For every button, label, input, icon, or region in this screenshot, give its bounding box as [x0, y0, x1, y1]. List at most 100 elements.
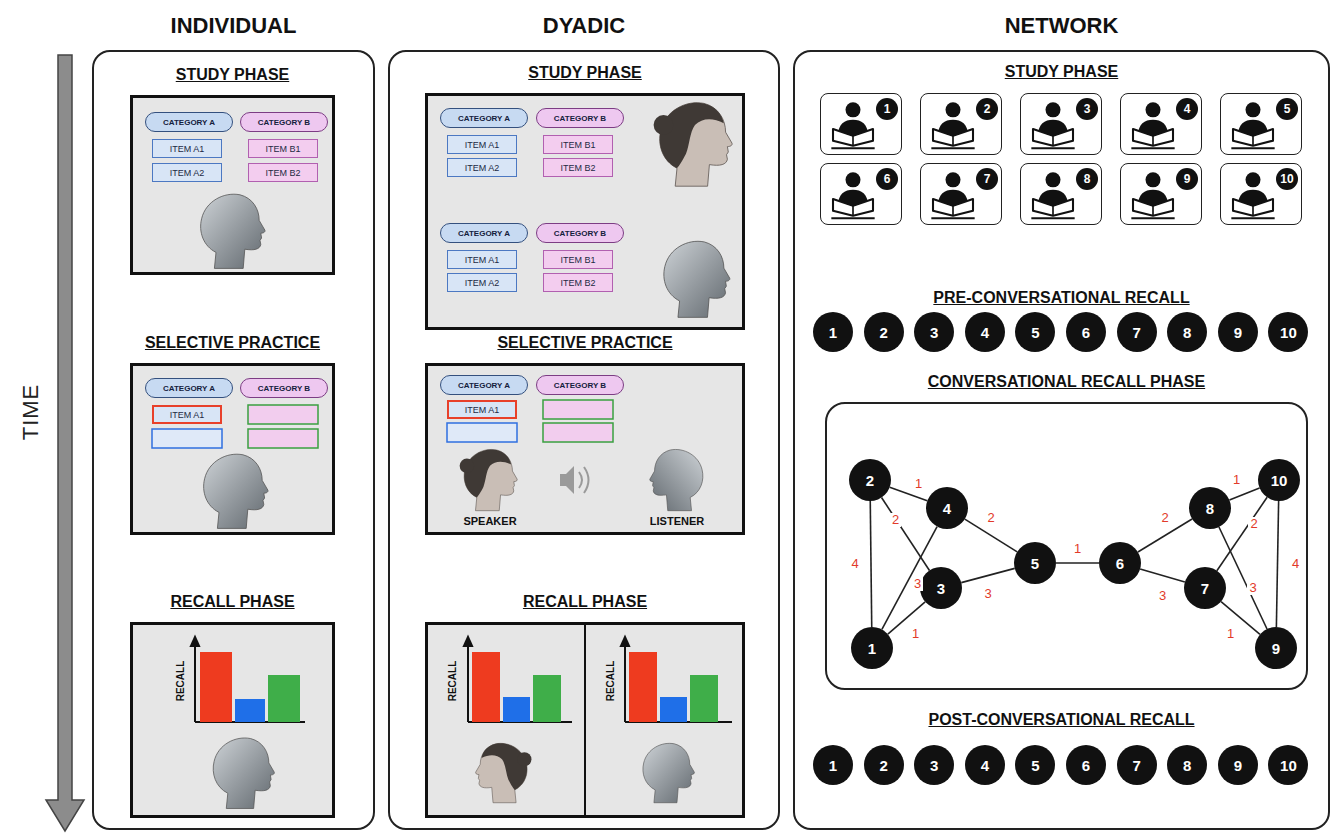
listener-figure [650, 449, 703, 510]
text-slot: RECALL [173, 651, 187, 711]
text-slot: RECALL PHASE [385, 591, 785, 613]
node-label: 7 [1201, 580, 1209, 597]
text-slot: RECALL PHASE [90, 591, 375, 613]
participant-circle: 10 [1268, 745, 1308, 785]
participant-circle: 3 [914, 745, 954, 785]
participant-number: 7 [976, 168, 998, 190]
participant-circle: 4 [926, 487, 968, 529]
empty-item-box [543, 423, 613, 442]
node-label: 4 [981, 324, 989, 341]
node-label: CATEGORY B [554, 114, 606, 123]
category-pill: CATEGORY B [536, 223, 624, 243]
conversation-link [870, 501, 872, 627]
participant-circle: 4 [965, 745, 1005, 785]
text-slot: 9 [1218, 312, 1258, 352]
node-label: 4 [943, 500, 951, 517]
item-box: ITEM A2 [447, 273, 517, 292]
item-box: ITEM A2 [447, 158, 517, 177]
bar [472, 652, 500, 722]
phase-fill [425, 622, 745, 818]
participant-circle: 1 [813, 312, 853, 352]
text-slot: 2 [864, 745, 904, 785]
reader-icon [831, 102, 874, 148]
participant-circle: 1 [813, 745, 853, 785]
text-slot: 10 [1274, 168, 1300, 190]
phase-fill [425, 363, 745, 535]
conversation-order: 2 [1159, 511, 1170, 525]
listener-group [650, 449, 703, 510]
node-label: 6 [1116, 555, 1124, 572]
node-label: 7 [1132, 757, 1140, 774]
text-slot: 9 [1255, 627, 1297, 669]
conversation-order: 1 [1231, 473, 1242, 487]
text-slot: 6 [1066, 312, 1106, 352]
text-slot: 4 [926, 487, 968, 529]
text-slot: CONVERSATIONAL RECALL PHASE [825, 371, 1308, 393]
phase-fill [130, 95, 335, 275]
text-slot: NETWORK [793, 10, 1330, 42]
node-label: CATEGORY A [163, 118, 215, 127]
node-label: 3 [937, 580, 945, 597]
participant-circle: 7 [1117, 312, 1157, 352]
text-slot: 4 [843, 555, 867, 573]
participant-box: 7 [920, 163, 1002, 225]
text-slot: 3 [1241, 579, 1265, 597]
item-box: ITEM B2 [248, 163, 318, 182]
node-label: ITEM A1 [170, 410, 205, 420]
text-slot: 3 [976, 585, 1000, 603]
participant-circle: 2 [849, 459, 891, 501]
conversation-order: 2 [1248, 517, 1259, 531]
node-label: 9 [1234, 324, 1242, 341]
node-label: ITEM A1 [465, 405, 500, 415]
item-box: ITEM B1 [543, 250, 613, 269]
speaker-figure [460, 449, 518, 510]
node-label: CATEGORY B [554, 229, 606, 238]
phase-box: STUDY PHASECATEGORY ACATEGORY BITEM A1IT… [130, 95, 335, 275]
node-label: 1 [829, 757, 837, 774]
text-slot: 4 [1284, 555, 1308, 573]
text-slot: 1 [813, 312, 853, 352]
text-slot: 10 [1258, 459, 1300, 501]
text-slot: CATEGORY B [537, 376, 623, 394]
text-slot: CATEGORY B [241, 379, 327, 397]
text-slot: ITEM B1 [249, 140, 317, 157]
text-slot: 8 [1189, 487, 1231, 529]
text-slot: STUDY PHASE [793, 61, 1330, 83]
text-slot: 3 [914, 312, 954, 352]
participant-circle: 7 [1184, 567, 1226, 609]
participant-number: 6 [876, 168, 898, 190]
node-label: ITEM A2 [465, 278, 500, 288]
sound-wave [579, 472, 582, 488]
text-slot: ITEM A2 [448, 274, 516, 291]
reader-icon [1131, 172, 1174, 218]
text-slot: 2 [849, 459, 891, 501]
text-slot: SPEAKER [440, 514, 540, 528]
node-label: ITEM A1 [465, 255, 500, 265]
text-slot: TIME [18, 382, 42, 443]
role-label: SPEAKER [463, 515, 516, 527]
condition-panel: INDIVIDUALSTUDY PHASECATEGORY ACATEGORY … [92, 50, 375, 830]
reader-icon [1231, 102, 1274, 148]
text-slot: SELECTIVE PRACTICE [385, 332, 785, 354]
text-slot: 7 [1117, 745, 1157, 785]
reader-icon [1031, 102, 1074, 148]
text-slot: 3 [1074, 98, 1100, 120]
text-slot: 5 [1015, 312, 1055, 352]
participant-circle: 3 [920, 567, 962, 609]
category-pill: CATEGORY A [440, 223, 528, 243]
conversation-box: CONVERSATIONAL RECALL PHASE12345678910 [825, 402, 1308, 690]
conversation-order: 3 [982, 587, 993, 601]
category-pill: CATEGORY B [240, 378, 328, 398]
phase-box: SELECTIVE PRACTICESPEAKERLISTENERCATEGOR… [425, 363, 745, 535]
reader-icon [1131, 102, 1174, 148]
participant-circle: 8 [1189, 487, 1231, 529]
head-figure [643, 743, 694, 802]
participant-number: 2 [976, 98, 998, 120]
head-figure [664, 241, 730, 317]
participant-number: 5 [1276, 98, 1298, 120]
participant-box: 2 [920, 93, 1002, 155]
text-slot: INDIVIDUAL [92, 10, 375, 42]
category-pill: CATEGORY B [240, 112, 328, 132]
item-box: ITEM B1 [543, 135, 613, 154]
woman-figure [654, 103, 733, 186]
